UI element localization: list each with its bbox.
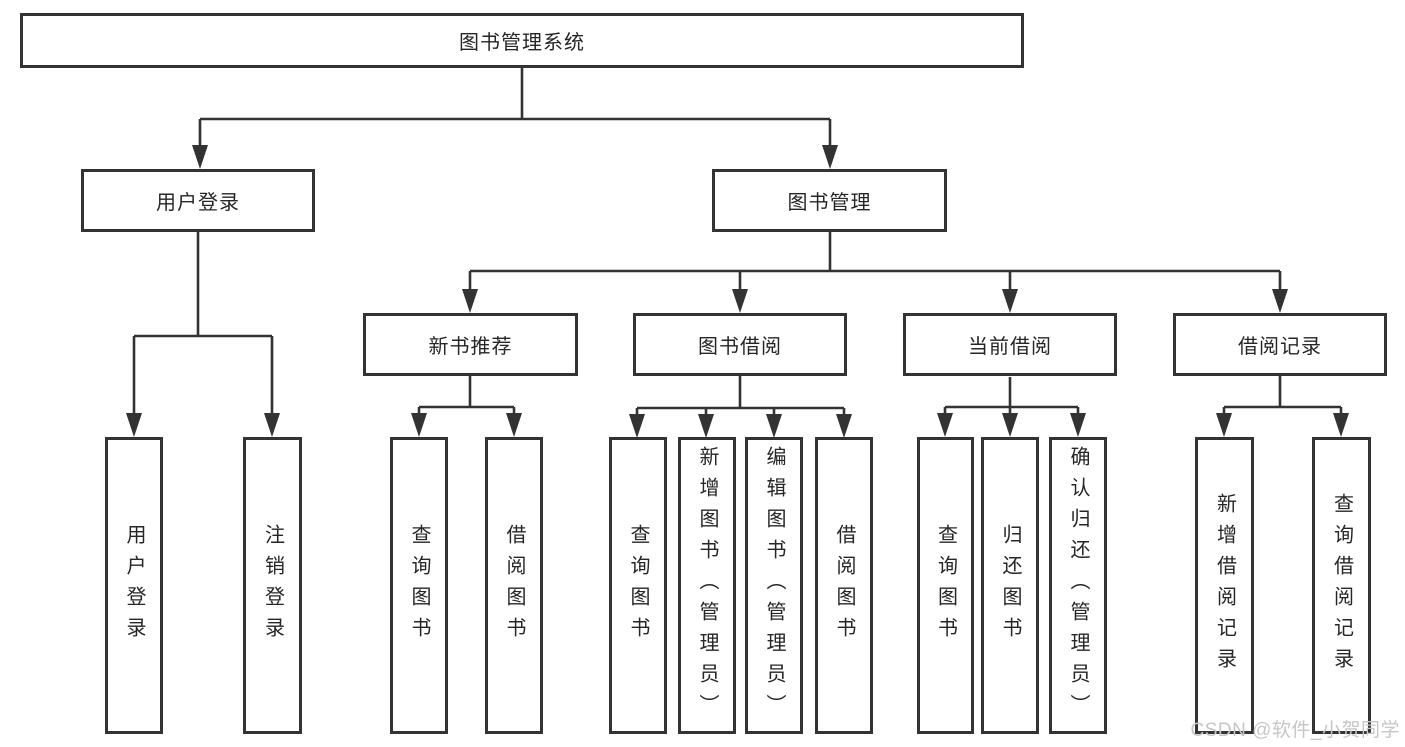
edges-new-book-recommend-to-leaves xyxy=(411,376,522,437)
edges-borrow-records-to-leaves xyxy=(1216,376,1349,437)
leaf-edit-book-admin-label: 编辑图书（管理员） xyxy=(763,446,785,725)
node-current-borrow: 当前借阅 xyxy=(903,313,1117,376)
leaf-add-book-admin: 新增图书（管理员） xyxy=(678,437,736,734)
leaf-query-books-borrow-label: 查询图书 xyxy=(627,523,649,648)
node-user-login-label: 用户登录 xyxy=(156,192,240,214)
node-new-book-recommend-label: 新书推荐 xyxy=(428,336,513,358)
csdn-watermark: CSDN @软件_小贺同学 xyxy=(1190,720,1400,741)
node-book-borrow: 图书借阅 xyxy=(633,313,847,376)
node-book-management-label: 图书管理 xyxy=(787,192,872,214)
leaf-confirm-return-admin: 确认归还（管理员） xyxy=(1049,437,1107,734)
leaf-return-book: 归还图书 xyxy=(981,437,1039,734)
leaf-logout-label: 注销登录 xyxy=(261,523,284,648)
leaf-borrow-book: 借阅图书 xyxy=(815,437,873,734)
leaf-user-login-label: 用户登录 xyxy=(123,523,145,648)
node-user-login: 用户登录 xyxy=(81,169,315,232)
leaf-query-borrow-record-label: 查询借阅记录 xyxy=(1330,492,1353,679)
node-current-borrow-label: 当前借阅 xyxy=(968,336,1052,358)
leaf-query-books-borrow: 查询图书 xyxy=(609,437,667,734)
edges-current-borrow-to-leaves xyxy=(937,377,1086,437)
leaf-query-borrow-record: 查询借阅记录 xyxy=(1312,437,1371,734)
leaf-confirm-return-admin-label: 确认归还（管理员） xyxy=(1067,446,1089,725)
node-book-borrow-label: 图书借阅 xyxy=(698,336,782,358)
edges-book-management-to-level3 xyxy=(462,232,1288,313)
node-new-book-recommend: 新书推荐 xyxy=(363,313,578,376)
node-borrow-records: 借阅记录 xyxy=(1173,313,1387,376)
edges-user-login-to-leaves xyxy=(126,232,280,437)
leaf-add-borrow-record-label: 新增借阅记录 xyxy=(1213,492,1236,679)
leaf-logout: 注销登录 xyxy=(243,437,302,734)
leaf-query-books-recommend-label: 查询图书 xyxy=(408,523,430,648)
leaf-borrow-books-recommend-label: 借阅图书 xyxy=(503,523,525,648)
node-book-management: 图书管理 xyxy=(712,169,947,232)
leaf-user-login: 用户登录 xyxy=(105,437,163,734)
edges-book-borrow-to-leaves xyxy=(629,376,852,438)
node-root-label: 图书管理系统 xyxy=(459,32,585,54)
leaf-query-books-recommend: 查询图书 xyxy=(390,437,448,734)
edges-root-to-level2 xyxy=(192,68,838,169)
leaf-query-books-current: 查询图书 xyxy=(917,437,974,734)
leaf-borrow-books-recommend: 借阅图书 xyxy=(485,437,543,734)
leaf-query-books-current-label: 查询图书 xyxy=(934,523,957,648)
leaf-add-borrow-record: 新增借阅记录 xyxy=(1195,437,1254,734)
leaf-return-book-label: 归还图书 xyxy=(999,523,1021,648)
leaf-edit-book-admin: 编辑图书（管理员） xyxy=(745,437,803,734)
leaf-borrow-book-label: 借阅图书 xyxy=(833,523,855,648)
node-root-library-system: 图书管理系统 xyxy=(20,13,1024,68)
leaf-add-book-admin-label: 新增图书（管理员） xyxy=(696,446,718,725)
node-borrow-records-label: 借阅记录 xyxy=(1238,336,1322,358)
